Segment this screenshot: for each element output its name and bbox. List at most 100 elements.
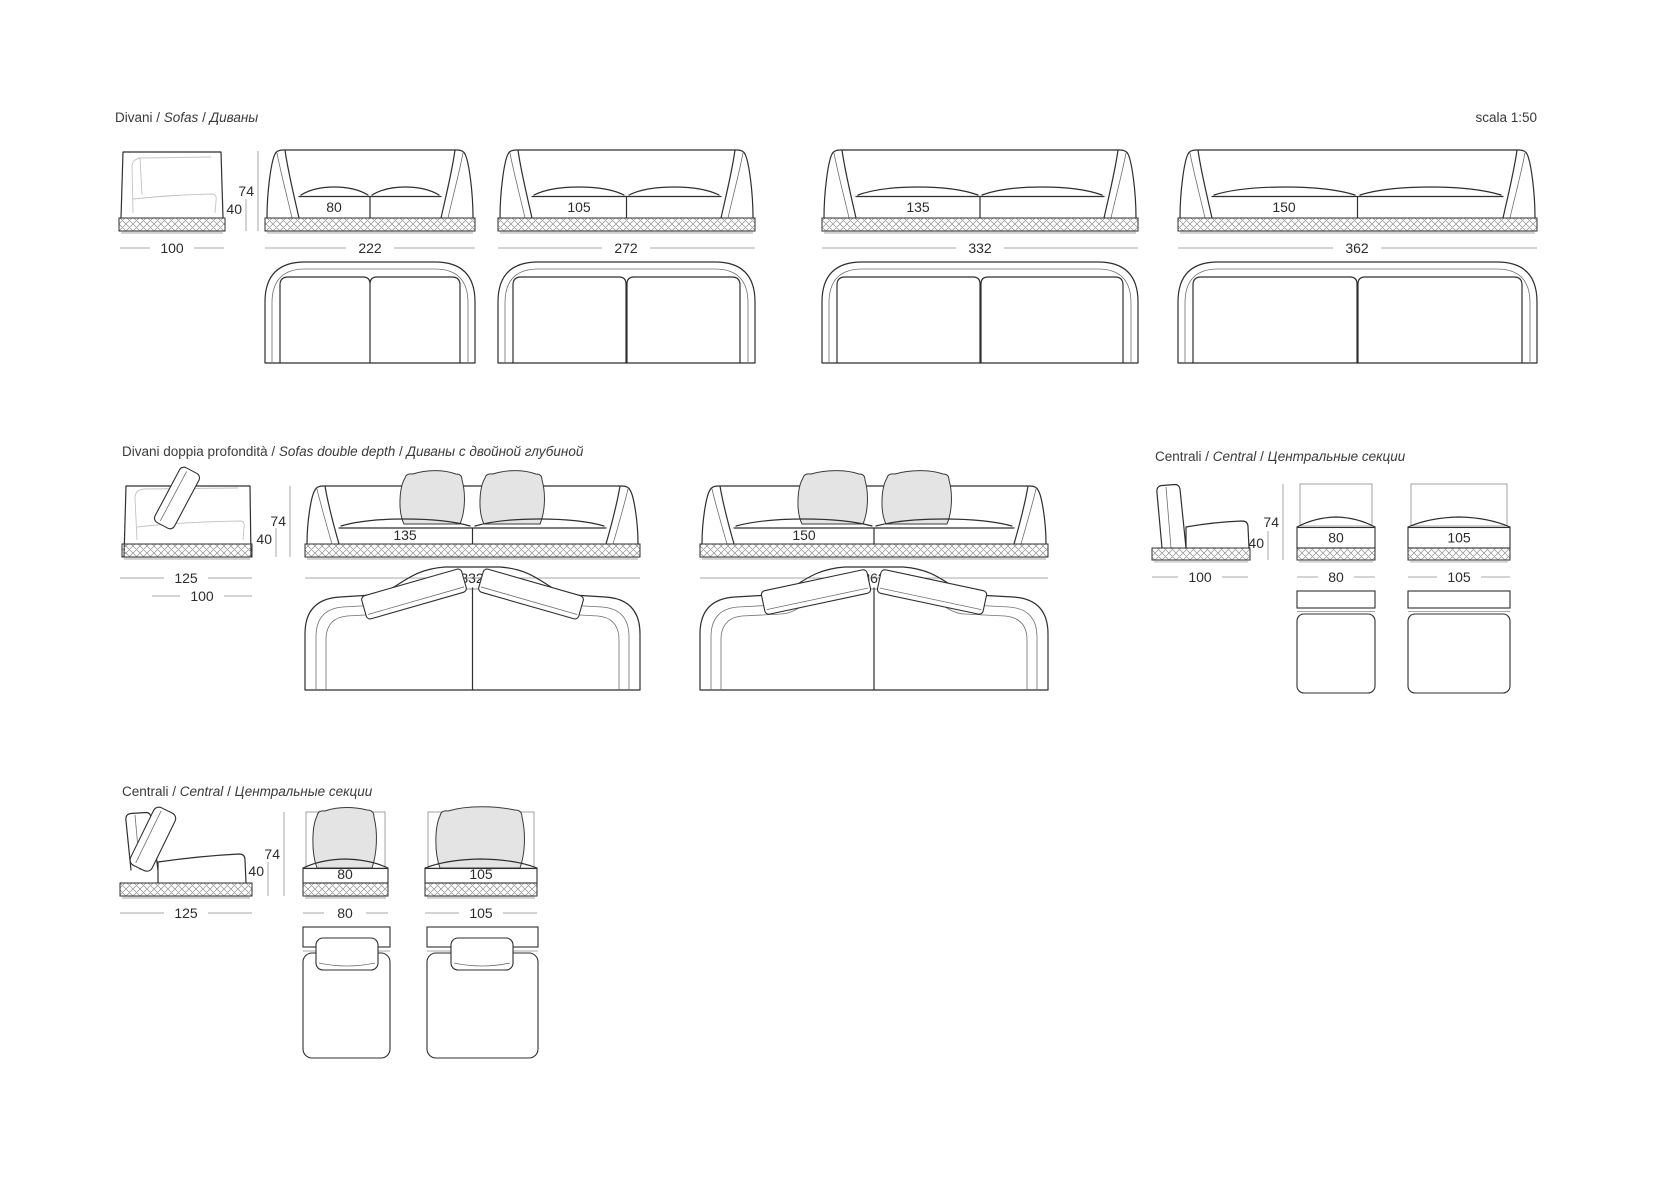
arm-seams [1189, 152, 1526, 219]
section-central-shallow-title: Centrali / Central / Центральные секции [1155, 449, 1406, 464]
back-pillow [129, 806, 177, 872]
plan-cushions [836, 276, 1124, 364]
sofa-plan-332 [821, 261, 1139, 364]
base-hatch [118, 217, 226, 232]
section-central-shallow: Centrali / Central / Центральные секции … [1151, 449, 1511, 694]
dim-depth: 100 [1188, 569, 1212, 585]
cushions [531, 186, 722, 219]
section-double-depth: Divani doppia profondità / Sofas double … [120, 444, 1049, 691]
backrest [125, 811, 159, 871]
width-label: 80 [1328, 569, 1344, 585]
plan-pillow-seam [318, 962, 376, 967]
dimension-sofa-heights: 40 74 [226, 151, 259, 231]
sofa-plan-272 [497, 261, 756, 364]
dimension-sofa-332: 332 [822, 240, 1138, 256]
pillow-left [399, 470, 465, 525]
plan-inner [271, 268, 469, 363]
pillow-right [479, 470, 545, 525]
section-central-deep: Centrali / Central / Центральные секции … [119, 784, 539, 1059]
double-depth-elevation-332: 135 [304, 470, 641, 560]
back-outline [1410, 483, 1508, 527]
cushion-top [424, 858, 538, 869]
dim-total-height: 74 [264, 846, 280, 862]
central-shallow-plan-105 [1407, 590, 1511, 694]
frame [823, 149, 1137, 219]
plan-cushions [1192, 276, 1523, 364]
section-sofas-title: Divani / Sofas / Диваны [115, 110, 258, 125]
central-shallow-elevation-105: 105 [1407, 483, 1511, 563]
plan-inner [315, 577, 630, 690]
central-deep-elevation-80: 80 [302, 807, 389, 899]
dim-seat-height: 40 [226, 201, 242, 217]
dim-depth: 100 [160, 240, 184, 256]
base-hatch [821, 217, 1139, 232]
section-double-depth-title: Divani doppia profondità / Sofas double … [122, 444, 584, 459]
dimension-central-deep-80: 80 [303, 905, 388, 921]
seat [157, 853, 247, 884]
back-pillow [153, 466, 201, 530]
central-deep-elevation-105: 105 [424, 806, 538, 899]
frame [266, 149, 474, 219]
width-label: 222 [358, 240, 382, 256]
base-hatch [121, 543, 253, 558]
dim-depth: 125 [174, 905, 198, 921]
width-label: 332 [968, 240, 992, 256]
width-label: 105 [469, 905, 493, 921]
cushions [338, 518, 607, 545]
dim-seat-height: 40 [1248, 535, 1264, 551]
arm-seams [509, 152, 744, 219]
central-shallow-elevation-80: 80 [1296, 483, 1376, 563]
plan-inner [828, 268, 1132, 363]
double-depth-elevation-362: 150 [699, 470, 1049, 560]
cushion-top [1407, 516, 1511, 528]
seat-width-label: 150 [1272, 199, 1296, 215]
central-deep-plan-105 [426, 926, 539, 1059]
dimension-sofa-362: 362 [1178, 240, 1537, 256]
plan-pillow-seam [453, 962, 511, 967]
dim-total-height: 74 [270, 513, 286, 529]
sofa-plan-222 [264, 261, 476, 364]
cushions [1211, 186, 1504, 219]
scale-label: scala 1:50 [1475, 110, 1537, 125]
sofa-elevation-362: 150 [1177, 149, 1538, 234]
double-depth-plan-362 [699, 566, 1049, 691]
dimension-sofa-side-depth: 100 [120, 240, 224, 256]
dimension-central-shallow-heights: 40 74 [1248, 484, 1284, 560]
base-hatch [1151, 547, 1251, 561]
seat-width-label: 80 [326, 199, 342, 215]
width-label: 105 [1447, 530, 1471, 546]
dimension-sofa-222: 222 [265, 240, 475, 256]
section-central-deep-title: Centrali / Central / Центральные секции [122, 784, 373, 799]
dimension-central-shallow-80: 80 [1297, 569, 1375, 585]
width-label: 362 [1345, 240, 1369, 256]
width-label: 272 [614, 240, 638, 256]
seat-width-label: 135 [906, 199, 930, 215]
plan-cushions [512, 276, 741, 364]
plan-pillow-right [478, 568, 584, 620]
plan-pillow-right [876, 569, 988, 615]
plan-pillow [315, 937, 379, 971]
seat-width-label: 105 [567, 199, 591, 215]
base-hatch [304, 543, 641, 558]
base-hatch [424, 882, 538, 897]
dim-total-height: 74 [238, 183, 254, 199]
arm-seams [316, 488, 629, 545]
dimension-double-depth-heights: 40 74 [256, 486, 291, 557]
base-hatch [1296, 547, 1376, 561]
cushion-top [302, 858, 389, 869]
plan-cushions [279, 276, 461, 364]
frame [701, 485, 1047, 545]
width-label: 105 [1447, 569, 1471, 585]
plan-back [1407, 590, 1511, 609]
base-hatch [497, 217, 756, 232]
central-shallow-plan-80 [1296, 590, 1376, 694]
dimension-central-shallow-105: 105 [1408, 569, 1510, 585]
width-label: 80 [337, 866, 353, 882]
pillow [435, 806, 525, 869]
dim-seat-height: 40 [248, 863, 264, 879]
dimension-central-shallow-depth: 100 [1152, 569, 1248, 585]
pillow-right [881, 470, 952, 525]
section-sofas: Divani / Sofas / Диваны scala 1:50 40 74… [115, 110, 1538, 364]
arm-seams [833, 152, 1127, 219]
base-hatch [1177, 217, 1538, 232]
